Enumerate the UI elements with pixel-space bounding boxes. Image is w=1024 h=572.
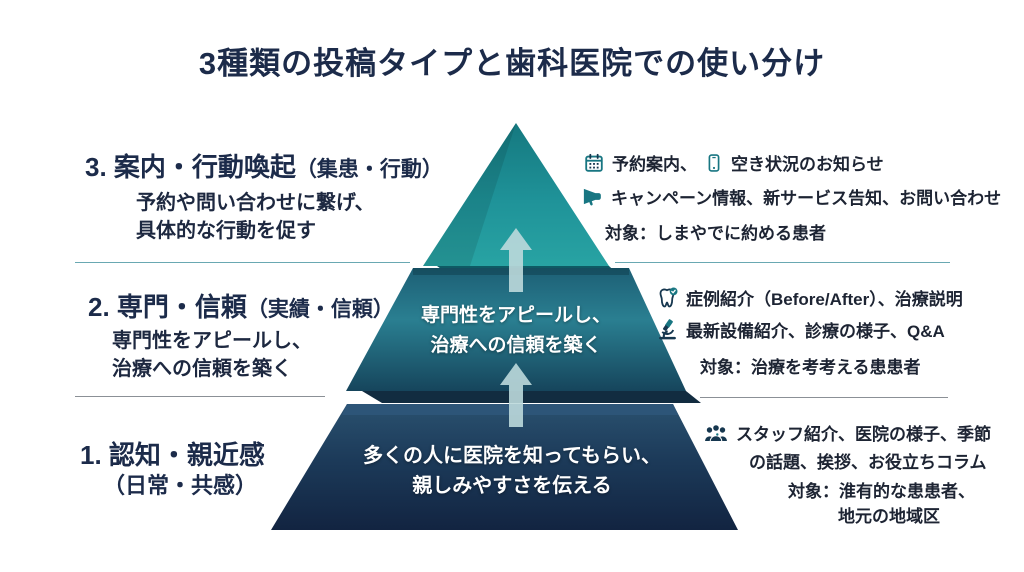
left-section3-heading-main: 3. 案内・行動喚起 <box>85 152 296 182</box>
left-section1-heading-main: 1. 認知・親近感 <box>80 440 265 470</box>
pyramid-tier1-text: 多くの人に医院を知ってもらい、 親しみやすさを伝える <box>357 441 667 501</box>
right-section2-line2-text: 最新設備紹介、診療の様子、Q&A <box>686 322 945 341</box>
pyramid-tier2-shape <box>346 268 686 391</box>
left-divider-bottom <box>75 396 325 397</box>
right-section3-line2-text: キャンペーン情報、新サービス告知、お問い合わせ <box>611 189 1002 208</box>
people-icon <box>705 423 727 442</box>
tooth-icon <box>659 287 678 307</box>
right-section1-line1-text: スタッフ紹介、医院の様子、季節 <box>736 425 991 444</box>
smartphone-icon <box>708 153 720 172</box>
microscope-icon <box>659 319 676 340</box>
page-title: 3種類の投稿タイプと歯科医院での使い分け <box>198 46 826 81</box>
right-section3-line1-text1: 予約案内、 <box>612 155 697 174</box>
right-divider-top <box>615 262 950 263</box>
right-section1-line1: スタッフ紹介、医院の様子、季節 <box>703 420 991 445</box>
left-section2-heading: 2. 専門・信頼（実績・信頼） <box>88 287 394 324</box>
pyramid-tier3-shape <box>423 123 609 266</box>
left-section2-desc-line1: 専門性をアピールし、 <box>112 330 312 352</box>
left-section2-desc: 専門性をアピールし、 治療への信頼を築く <box>112 327 312 383</box>
right-section3-line1-text2: 空き状況のお知らせ <box>731 155 884 174</box>
left-section3-heading-paren: （集患・行動） <box>295 158 443 181</box>
tier2-line1: 専門性をアピールし、 <box>420 305 611 326</box>
pyramid-tier2-base-edge <box>362 391 701 403</box>
pyramid-tier1-shape <box>271 404 738 530</box>
pyramid-tier2-text: 専門性をアピールし、 治療への信頼を築く <box>366 301 666 361</box>
pyramid-tier3-shade <box>423 123 516 266</box>
right-section2-line2: 最新設備紹介、診療の様子、Q&A <box>656 317 945 342</box>
megaphone-icon <box>583 188 601 206</box>
right-section1-target-line2: 地元の地域区 <box>838 507 940 526</box>
right-section3-line1: 予約案内、 空き状況のお知らせ <box>583 150 884 175</box>
arrow-up-icon <box>500 228 532 292</box>
left-section3-desc-line1: 予約や問い合わせに繋げ、 <box>136 192 375 214</box>
left-section2-desc-line2: 治療への信頼を築く <box>112 358 292 380</box>
left-section3-heading: 3. 案内・行動喚起（集患・行動） <box>85 147 443 184</box>
right-section2-target: 対象：治療を考考える患患者 <box>700 358 921 377</box>
right-divider-bottom <box>700 397 948 398</box>
left-section2-heading-main: 2. 専門・信頼 <box>88 292 247 322</box>
right-section3-line2: キャンペーン情報、新サービス告知、お問い合わせ <box>581 184 1001 209</box>
tier1-line1: 多くの人に医院を知ってもらい、 <box>363 445 661 467</box>
right-section1-target-line1: 対象：淮有的な患患者、 <box>788 482 975 501</box>
left-section3-desc: 予約や問い合わせに繋げ、 具体的な行動を促す <box>136 189 375 245</box>
left-section3-desc-line2: 具体的な行動を促す <box>136 220 316 242</box>
tier2-line2: 治療への信頼を築く <box>430 335 602 356</box>
left-section1-heading: 1. 認知・親近感 <box>80 435 265 472</box>
arrow-up-icon <box>500 363 532 427</box>
right-section3-target: 対象：しまやでに約める患者 <box>605 224 826 243</box>
calendar-icon <box>585 153 603 172</box>
right-section2-line1-text: 症例紹介（Before/After）、治療説明 <box>686 290 963 309</box>
right-section1-line2: の話題、挨拶、お役立ちコラム <box>749 453 987 472</box>
left-divider-top <box>75 262 410 263</box>
left-section1-heading-paren: （日常・共感） <box>103 473 258 498</box>
right-section2-line1: 症例紹介（Before/After）、治療説明 <box>655 285 963 310</box>
left-section2-heading-paren: （実績・信頼） <box>246 298 394 321</box>
tier1-line2: 親しみやすさを伝える <box>412 475 612 497</box>
